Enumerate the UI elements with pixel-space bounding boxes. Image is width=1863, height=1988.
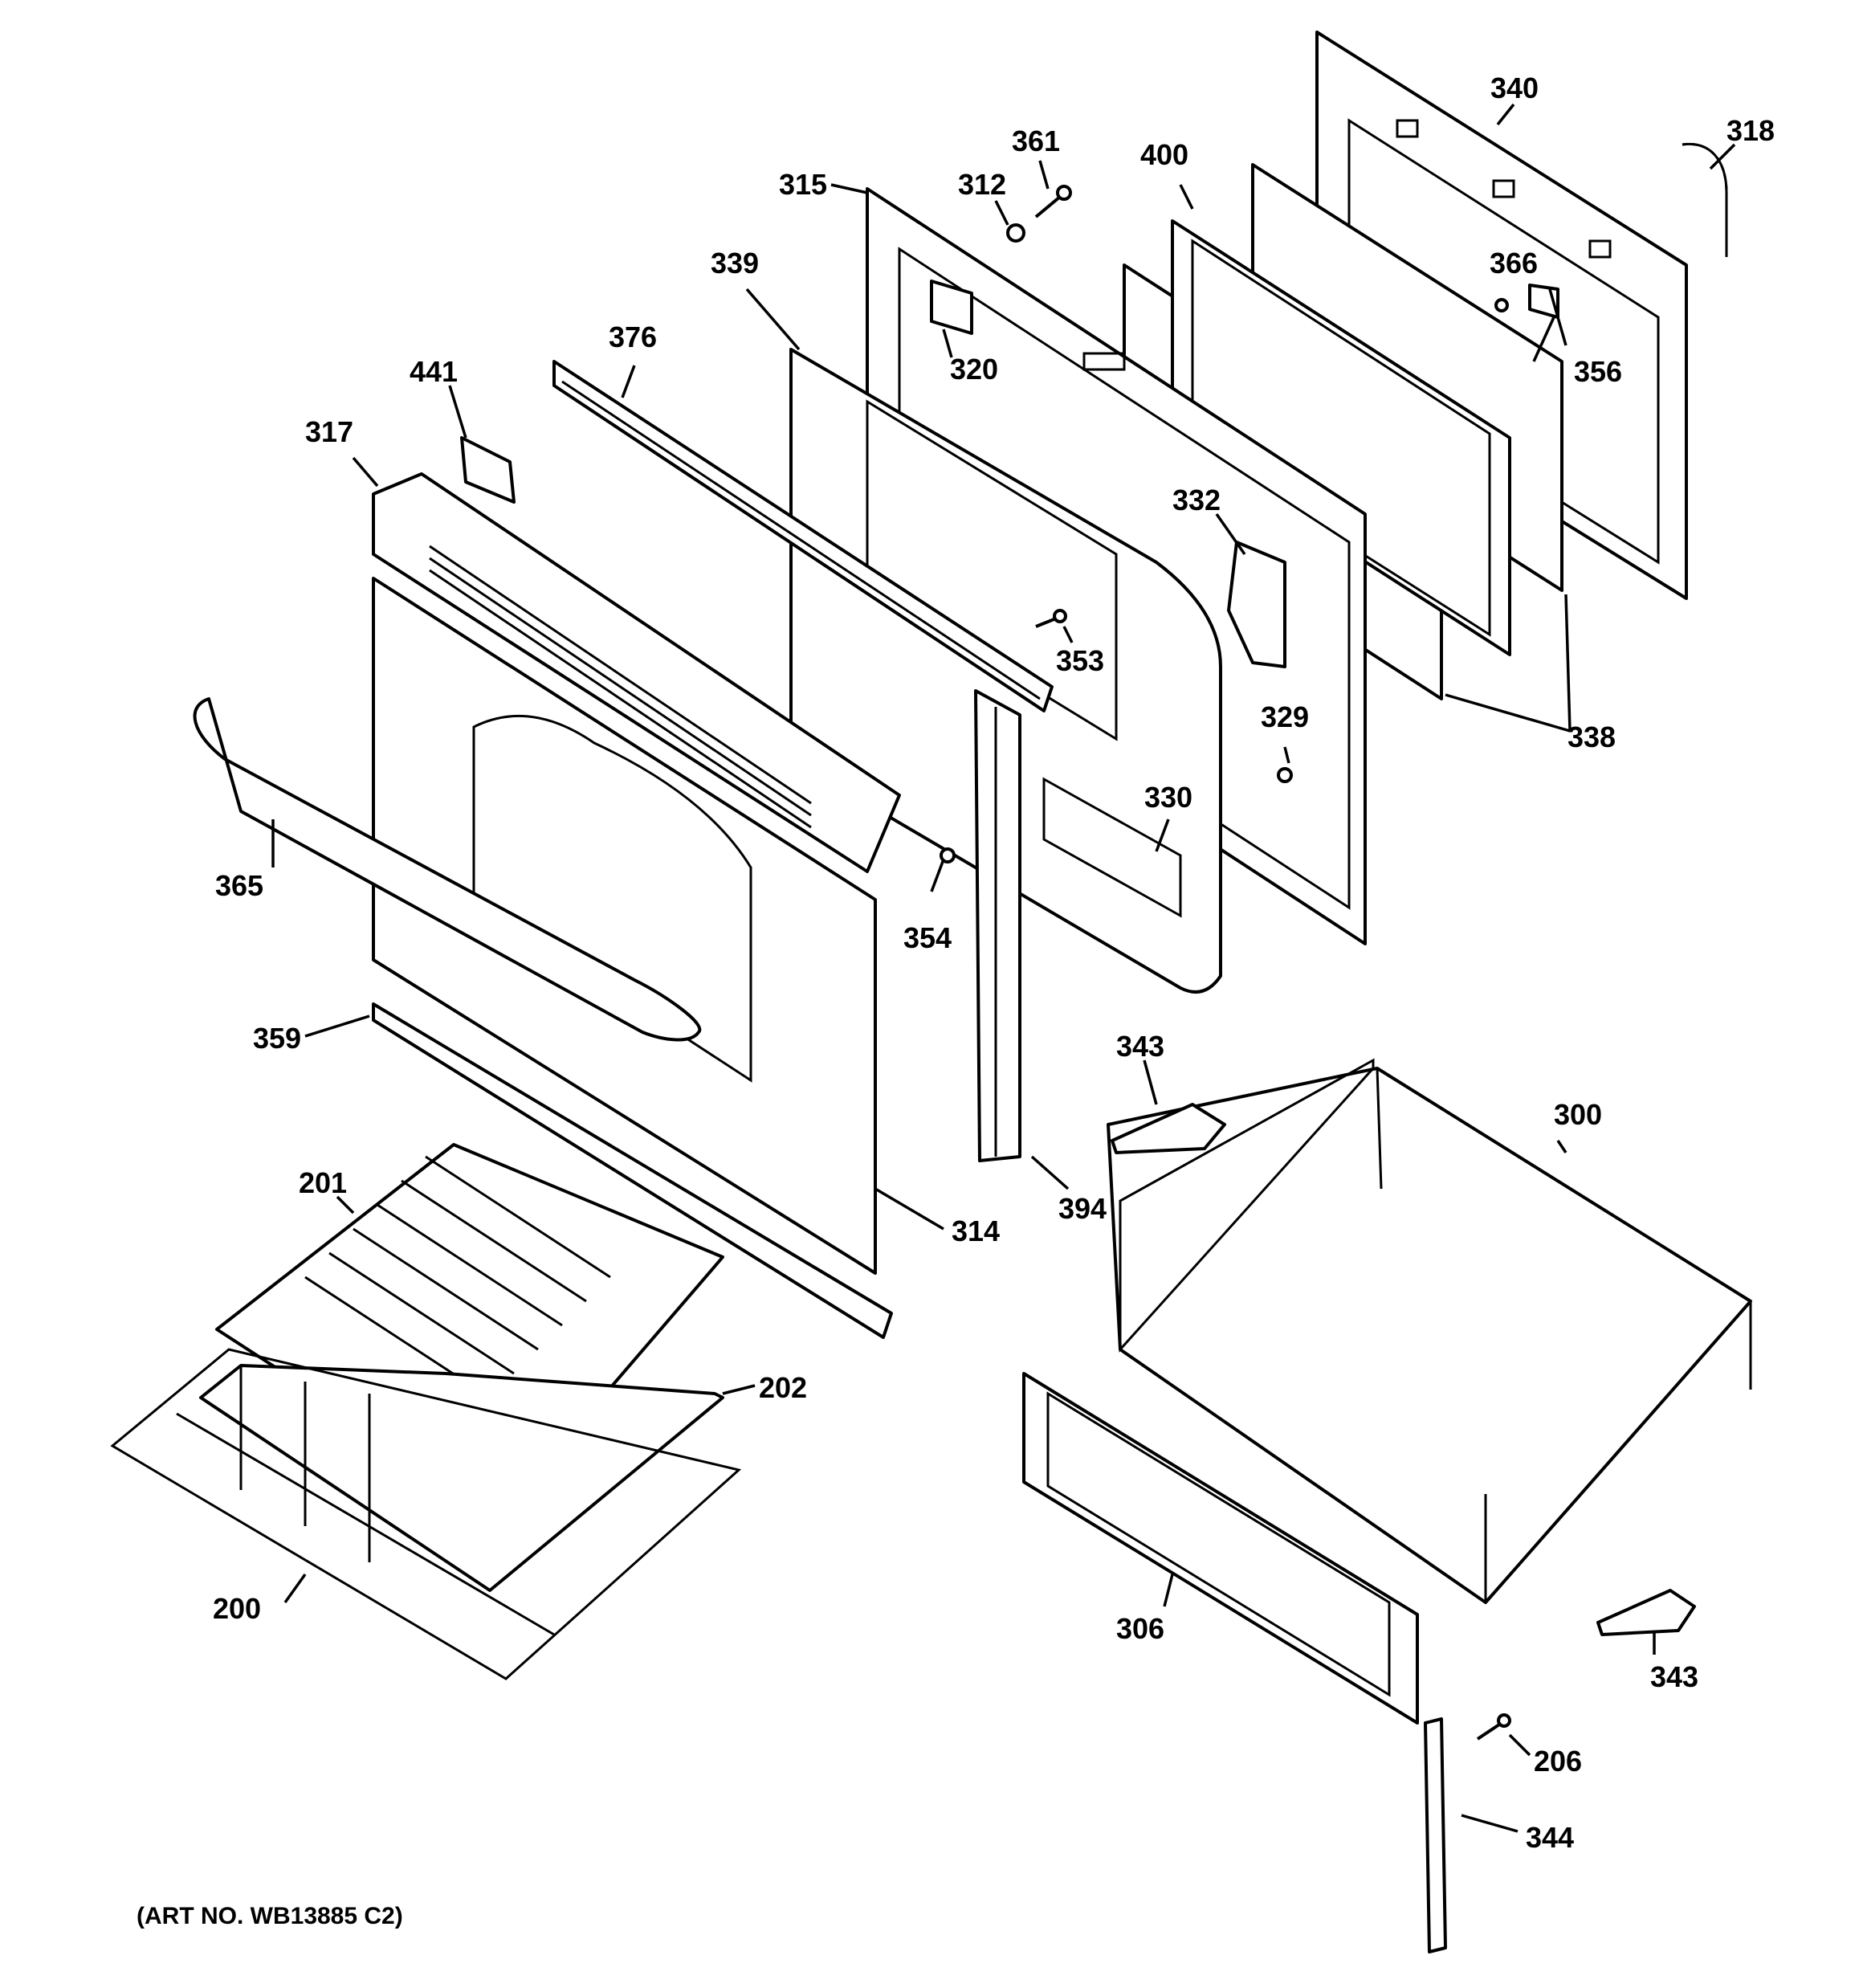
callout-394: 394 [1058,1192,1107,1225]
part-314-door-glass [372,577,877,1275]
part-206-screw [1476,1713,1511,1741]
part-376-channel [552,360,1054,712]
callout-338: 338 [1567,720,1616,753]
callout-376: 376 [609,320,657,353]
callout-314: 314 [952,1214,1000,1247]
part-330-panel [1042,777,1182,918]
callout-312: 312 [958,168,1006,201]
callout-201: 201 [299,1166,347,1199]
callout-340: 340 [1490,71,1539,104]
callout-361: 361 [1012,125,1060,157]
part-317-door-top [372,472,901,873]
callout-300: 300 [1554,1098,1602,1131]
part-343-slide-bracket-a [1111,1103,1226,1154]
part-318-gasket [1682,142,1728,257]
callout-labels: 340 318 400 361 312 315 339 366 320 376 … [213,71,1775,1854]
part-312-nut [1006,223,1025,243]
art-number: (ART NO. WB13885 C2) [137,1903,403,1929]
part-441-bracket [460,436,516,504]
part-344-rail [1424,1717,1447,1953]
callout-306: 306 [1116,1612,1164,1645]
part-329-screw [1277,767,1293,783]
callout-344: 344 [1526,1821,1574,1854]
callout-400: 400 [1140,138,1188,171]
part-306-drawer-front [1022,1372,1419,1725]
part-361-bolt [1034,185,1072,218]
part-300-drawer-box [1107,1058,1752,1604]
callout-359: 359 [253,1022,301,1055]
part-359-bottom-trim [372,1002,893,1339]
part-394-trim [974,689,1021,1162]
callout-365: 365 [215,869,263,902]
callout-332: 332 [1172,484,1221,516]
part-320-hinge [930,280,973,335]
callout-330: 330 [1144,781,1192,814]
callout-343b: 343 [1650,1660,1698,1693]
callout-206: 206 [1534,1745,1582,1778]
callout-317: 317 [305,415,353,448]
callout-200: 200 [213,1592,261,1625]
part-353-screw [1035,609,1067,628]
callout-353: 353 [1056,644,1104,677]
callout-441: 441 [410,355,458,388]
part-366-screw [1494,298,1509,312]
part-354-screw [940,847,956,863]
part-202-broiler-pan [199,1364,724,1592]
callout-329: 329 [1261,700,1309,733]
part-343-slide-bracket-b [1596,1589,1696,1636]
part-332-bracket [1227,541,1286,668]
part-365-handle [193,697,702,1042]
callout-339: 339 [711,247,759,280]
callout-318: 318 [1726,114,1775,147]
callout-320: 320 [950,353,998,386]
leader-lines [271,103,1736,1833]
callout-356: 356 [1574,355,1622,388]
part-200-oven-rack [110,1348,742,1680]
callout-343a: 343 [1116,1030,1164,1063]
callout-354: 354 [903,921,952,954]
callout-366: 366 [1490,247,1538,280]
part-400-inner-frame [1171,219,1511,656]
callout-202: 202 [759,1371,807,1404]
callout-315: 315 [779,168,827,201]
